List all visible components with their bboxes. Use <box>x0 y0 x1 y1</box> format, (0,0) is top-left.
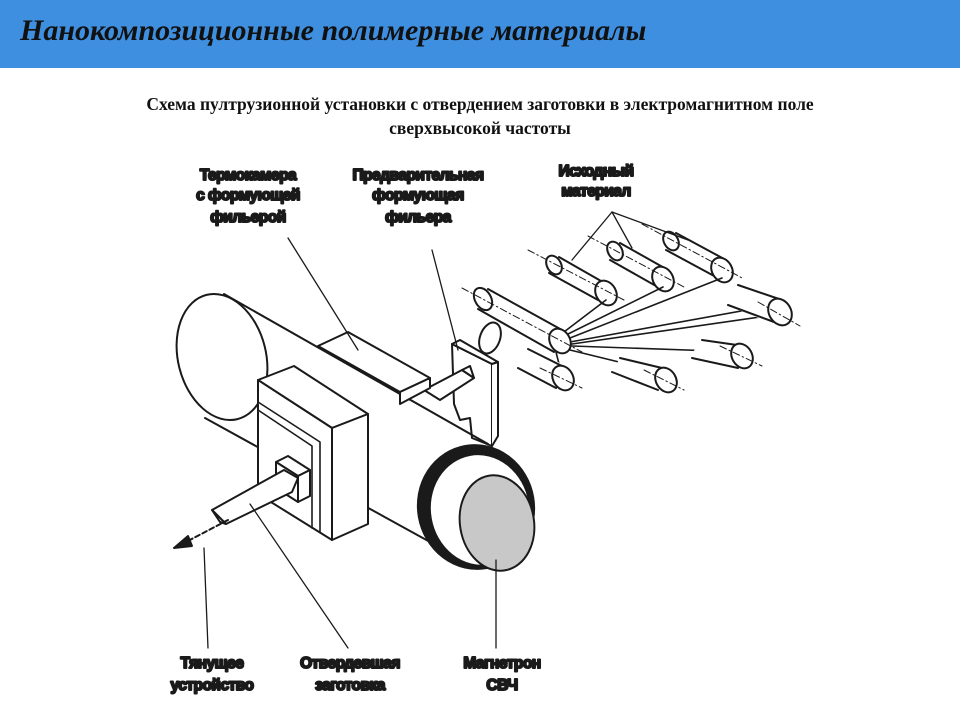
title-bar: Нанокомпозиционные полимерные материалы <box>0 0 960 68</box>
roller-axes <box>461 223 801 391</box>
label-magnetron-1: Магнетрон <box>463 655 540 672</box>
leader-lines <box>203 211 689 649</box>
diagram-caption: Схема пултрузионной установки с отверден… <box>0 92 960 140</box>
roller-back-2 <box>606 240 675 293</box>
label-cured-billet-2: заготовка <box>315 677 386 694</box>
pull-direction-arrow <box>173 519 229 549</box>
label-pre-die-3: фильера <box>385 209 452 226</box>
roller-mid-lower <box>611 357 678 394</box>
label-magnetron: Магнетрон СВЧ <box>462 654 542 695</box>
chamber-top-plate <box>317 331 431 405</box>
label-pre-die-1: Предварительная <box>352 167 483 184</box>
roller-right-lower <box>690 339 754 370</box>
slide-title: Нанокомпозиционные полимерные материалы <box>20 14 647 47</box>
label-puller-2: устройство <box>171 677 254 694</box>
roller-main <box>472 286 572 355</box>
pre-forming-die <box>423 321 502 447</box>
label-magnetron-2: СВЧ <box>486 677 517 694</box>
magnetron <box>416 444 536 572</box>
caption-line-2: сверхвысокой частоты <box>389 118 571 138</box>
label-raw-material-2: материал <box>561 183 631 200</box>
label-thermo-chamber-2: с формующей <box>196 187 300 204</box>
label-pre-die: Предварительная формующая фильера <box>351 166 485 227</box>
label-thermo-chamber: Термокамера с формующей фильерой <box>195 166 301 227</box>
label-thermo-chamber-3: фильерой <box>210 209 286 226</box>
label-puller-1: Тянущее <box>181 655 245 672</box>
label-cured-billet: Отвердевшая заготовка <box>299 654 401 695</box>
label-raw-material-1: Исходный <box>558 163 633 180</box>
roller-back-1 <box>545 254 622 307</box>
label-cured-billet-1: Отвердевшая <box>300 655 400 672</box>
label-puller: Тянущее устройство <box>170 654 255 695</box>
label-pre-die-2: формующая <box>372 187 464 204</box>
caption-line-1: Схема пултрузионной установки с отверден… <box>146 94 814 114</box>
roller-front-lower <box>517 348 575 392</box>
label-thermo-chamber-1: Термокамера <box>200 167 297 184</box>
label-raw-material: Исходный материал <box>557 162 635 201</box>
roller-back-3 <box>662 230 736 284</box>
roller-right-upper <box>727 284 793 327</box>
